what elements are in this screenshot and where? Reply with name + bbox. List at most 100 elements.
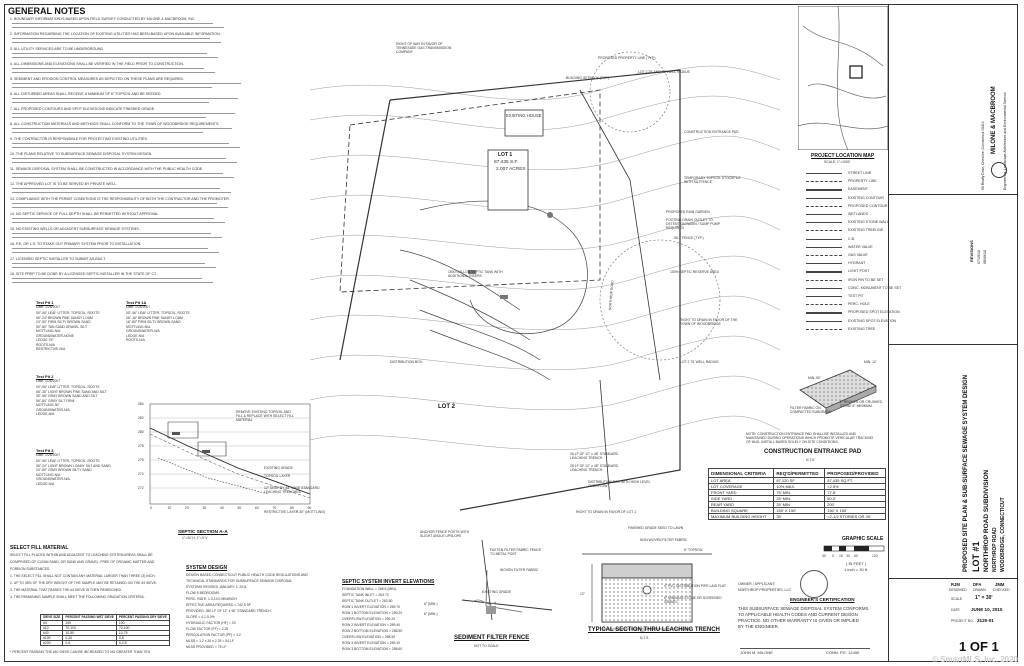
section-x-tick: 10 [167,506,172,510]
legend-row: EXISTING SPOT ELEVATION [800,318,896,325]
revision-1: 07/19/10 [977,250,981,264]
invert-line: ROW 3 BOTTOM ELEVATION = 258.60 [342,647,403,651]
note-text-line [12,128,232,130]
dim-header: DIMENSIONAL CRITERIA [707,468,775,478]
test-pit-title: Test Pit 2 [36,374,54,379]
scale-tick: 0 [832,554,834,558]
note-text-line [12,38,210,40]
legend-label: EXISTING SPOT ELEVATION [848,318,897,323]
test-pit-line: MOTTLING-N/A [36,329,61,333]
trench-label: NON-WOVEN FILTER FABRIC [640,538,688,542]
note-text-line [12,27,224,29]
test-pit-line: 00"-06" LEAF LITTER, TOPSOIL, ROOTS [36,311,100,315]
legend-row: IRON PIN TO BE SET [800,277,886,284]
design-line: PERC. RATE: 1.0-10.0 MIN/INCH [186,597,237,601]
invert-line: SEPTIC TANK INLET = 263.70 [342,593,389,597]
firm-panel [889,4,1018,195]
test-pit-line: LEDGE-N/A [36,412,55,416]
legend-label: TEST PIT [848,294,864,298]
location-map-title: PROJECT LOCATION MAP [811,153,875,159]
legend-row: WATER VALVE [800,244,886,251]
note-item: 8. ALL CONSTRUCTION MATERIALS AND METHOD… [10,122,220,126]
note-text-line [12,188,220,190]
drawing-sheet [4,4,1018,662]
section-x-tick: 0 [150,506,152,510]
plan-label: RIGHT OF WAY IN FAVOR OF TENNESSEE GAS T… [396,42,452,54]
note-text-line [12,143,229,145]
note-text-line [12,278,202,280]
legend-symbol-icon [806,205,842,207]
firm-address: 99 Realty Drive, Cheshire, Connecticut 0… [981,121,985,190]
date-label: DATE [951,608,960,612]
test-pit-line: GROUNDWATER-NONE [36,333,74,338]
note-text-line [12,177,234,179]
test-pit-line: 06"-24" BROWN FINE SANDY LOAM [36,315,93,320]
trench-label: FINISHED GRADE SEED TO LAWN [628,526,684,530]
legend-row: PROPOSED CONTOUR [800,203,887,210]
test-pit-line: 16"-80" FIRM SILTY BROWN SAND [126,320,181,324]
sieve-cell: 0-5 [62,640,117,646]
note-item: 1. BOUNDARY INFORMATION IS BASED UPON FI… [10,17,196,21]
note-item: 9. THE CONTRACTOR IS RESPONSIBLE FOR PRO… [10,137,148,141]
role-checked: CHECKED [993,588,1010,592]
test-pit-date: Date: 1/26/2007 [36,379,61,383]
legend-label: PROPERTY LINE [848,179,877,184]
note-item: 5. SEDIMENT AND EROSION CONTROL MEASURES… [10,77,185,81]
note-item: 7. ALL PROPOSED CONTOURS AND SPOT ELEVAT… [10,107,156,111]
test-pit-line: GROUNDWATER-N/A [126,329,160,333]
project-number: 3120-01 [977,618,994,623]
scale-label: SCALE [951,597,963,601]
note-text-line [12,102,209,104]
legend-row: HYDRANT [800,260,886,267]
plan-label: BUILDING SETBACK (TYP.) [566,76,610,80]
legend-symbol-icon [806,222,842,224]
note-item: 2. INFORMATION REGARDING THE LOCATION OF… [10,32,221,36]
legend-symbol-icon [806,263,842,265]
plan-label: FOOTING DRAIN OUTLET TO DETENTION BASIN … [666,218,720,230]
septic-section-scale: 1"=30' H, 1"=3' V [182,536,208,540]
dim-header: PROPOSED/PROVIDED [824,468,886,478]
section-y-tick: 272 [138,486,144,490]
legend-symbol-icon [806,312,842,314]
trench-label: 6" TOPSOIL [684,548,703,552]
drawing-lot: LOT #1 [971,541,981,572]
legend-row: CONC. MONUMENT TO BE SET [800,285,901,292]
note-text-line [12,113,235,115]
test-pit-line: 00"-06" LEAF LITTER, TOPSOIL, ROOTS [36,385,100,389]
fence-label: ANCHOR FENCE POSTS WITH SLIGHT ANGLE UPS… [420,530,470,538]
note-text-line [12,267,216,269]
test-pit-line: ROOTS-N/A [36,342,55,347]
select-fill-line: 1. THE SELECT FILL SHALL NOT CONTAIN ANY… [10,574,156,578]
drawing-title: PROPOSED SITE PLAN & SUB-SURFACE SEWAGE … [963,374,969,572]
entrance-pad-note: NOTE: CONSTRUCTION ENTRANCE PAD SHALL BE… [746,432,874,445]
legend-row: PROPERTY LINE [800,178,886,185]
legend-symbol-icon [806,255,842,256]
design-line: SYSTEMS REVISED JANUARY 1, 2011 [186,585,247,589]
invert-line: ROW 2 BOTTOM ELEVATION = 258.90 [342,629,403,633]
note-text-line [12,53,207,55]
legend-label: WATER VALVE [848,244,873,249]
section-x-tick: 90 [307,506,312,510]
legend-row: EXISTING CONTOUR [800,195,886,202]
role-drawn: DRAWN [973,588,986,592]
owner-label: OWNER / APPLICANT: [738,582,776,586]
test-pit-line: 24"-80" GRAY BROWN SILTY SAND [36,468,92,472]
test-pit-title: Test Pit 3 [36,448,54,453]
note-text-line [12,222,225,224]
section-label: REMOVE EXISTING TOPSOIL AND FILL & REPLA… [236,410,294,422]
test-pit-line: GROUNDWATER-N/A [36,407,70,412]
site-plan-drawing [309,51,781,511]
design-line: HYDRAULIC FACTOR (HF) = 20 [186,621,236,625]
initials-drawn: DFA [973,582,982,587]
design-line: FLOW FACTOR (FF) = 2.25 [186,627,229,631]
design-line: EFFECTIVE AREA REQUIRED = 742.5 SF [186,603,251,607]
entrance-pad-diagram [799,369,877,415]
plan-label: TEMPORARY TOPSOIL STOCKPILE WITH SILTFEN… [684,176,741,184]
signature-line [740,648,870,649]
section-y-tick: 278 [138,444,144,448]
entrance-pad-scale: N.T.S. [806,458,816,462]
test-pit-line: 50"-80" TAN SAND GRAVEL SILT [36,324,88,329]
